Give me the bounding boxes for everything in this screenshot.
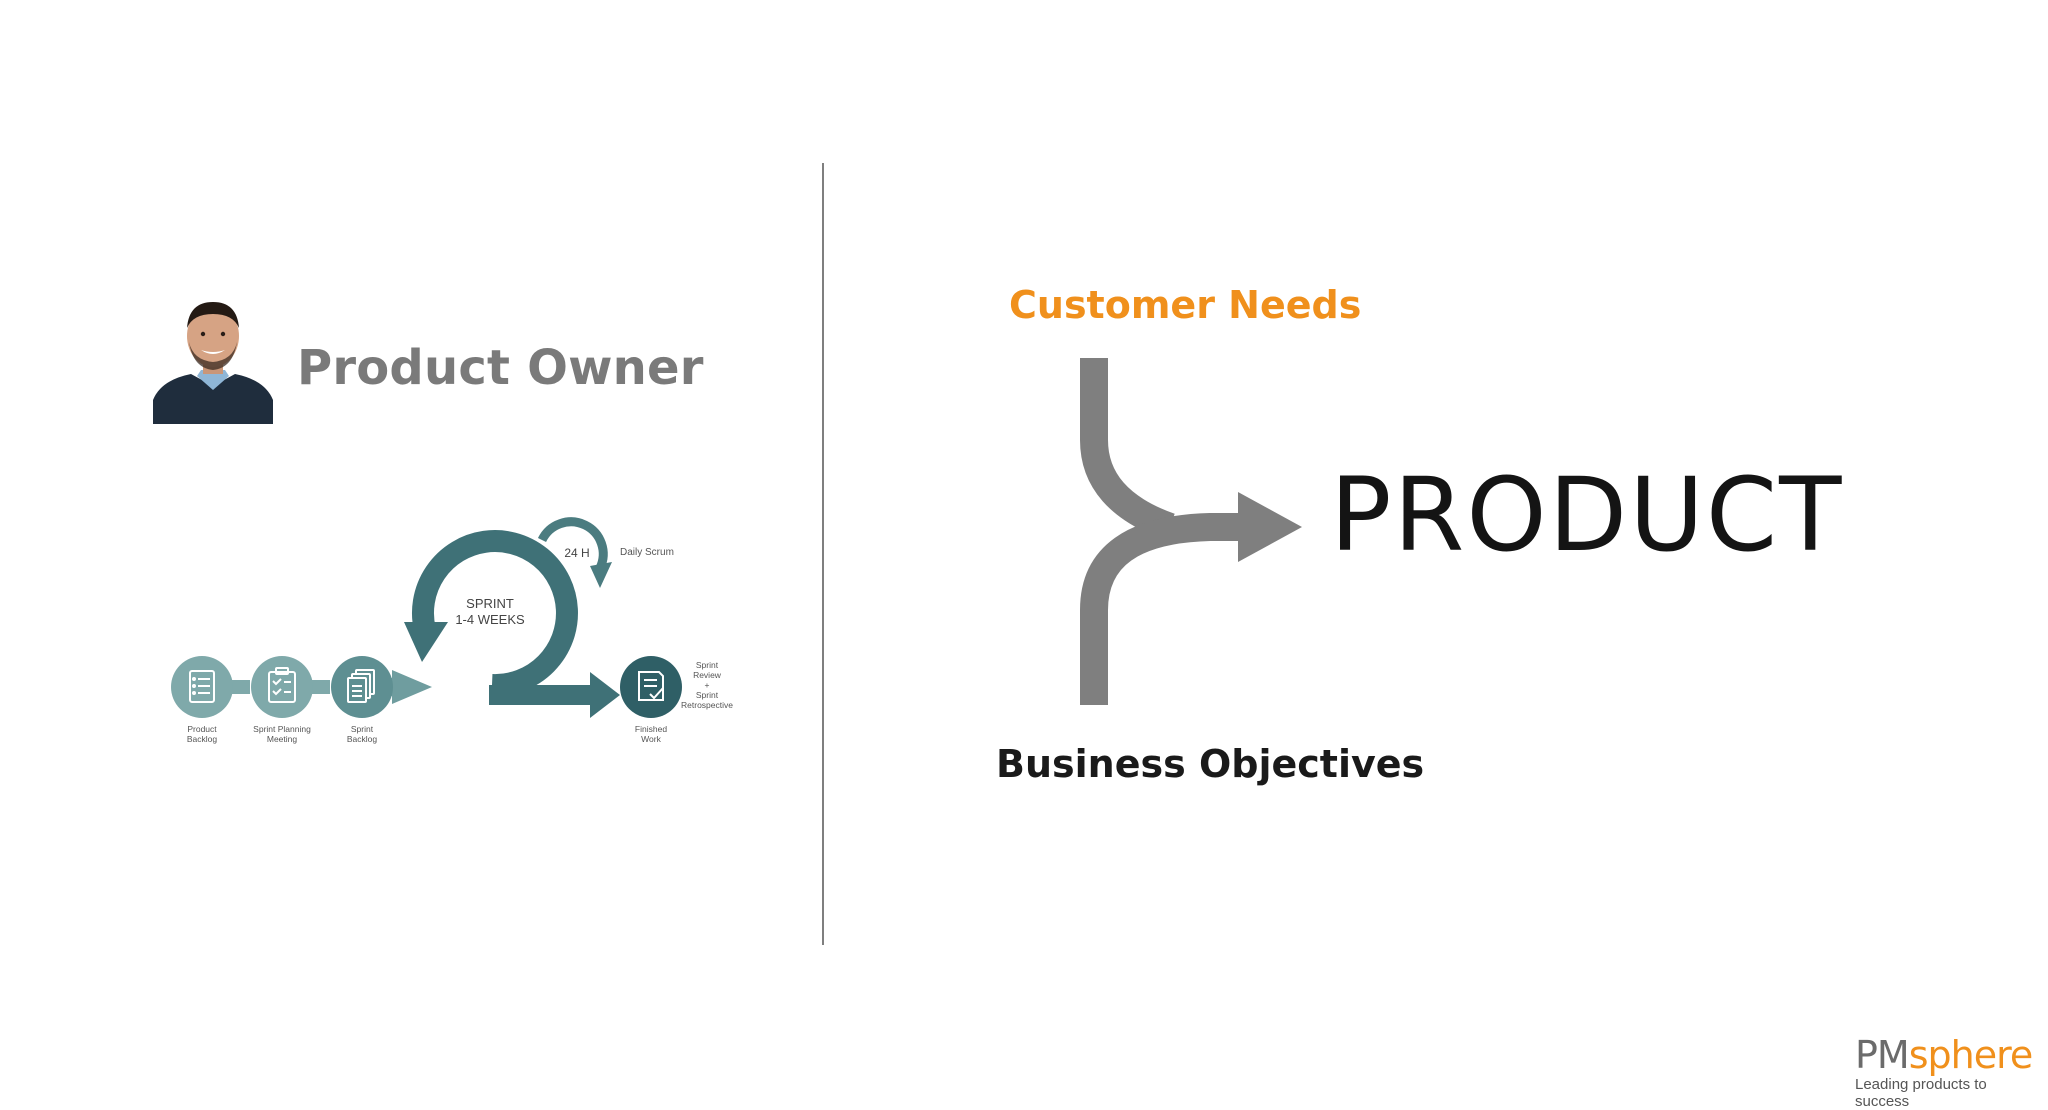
clipboard-checklist-icon: [268, 667, 296, 703]
sprint-label-line1: SPRINT: [466, 596, 514, 611]
bottom-branch: [1080, 513, 1245, 705]
sprint-cycle-arrowhead: [404, 622, 448, 662]
customer-needs-label: Customer Needs: [1009, 283, 1362, 327]
product-owner-title: Product Owner: [297, 340, 704, 396]
daily-scrum-arrowhead: [590, 562, 612, 588]
vertical-divider: [822, 163, 824, 945]
product-owner-avatar: [153, 290, 273, 424]
sprint-label-line2: 1-4 WEEKS: [455, 612, 525, 627]
logo-sphere: sphere: [1908, 1033, 2034, 1077]
merge-arrow-diagram: [1080, 358, 1302, 705]
list-icon: [189, 670, 215, 703]
logo-tagline: Leading products to success: [1855, 1076, 1987, 1110]
step-label-line1: Finished: [635, 724, 667, 734]
scrum-process-diagram: SPRINT 1-4 WEEKS 24 H Daily Scrum Produc…: [171, 517, 733, 744]
sprint-planning-node: [251, 656, 313, 718]
step-label-line2: Work: [641, 734, 661, 744]
sprint-cycle-arrow: [412, 530, 578, 697]
daily-scrum-label: Daily Scrum: [620, 547, 674, 558]
step-label-line2: Backlog: [347, 734, 378, 744]
step-label-line2: Meeting: [267, 734, 298, 744]
business-objectives-label: Business Objectives: [996, 742, 1425, 786]
top-branch: [1080, 358, 1175, 541]
product-label: PRODUCT: [1330, 456, 1844, 575]
review-label-line: Retrospective: [681, 700, 733, 710]
pmsphere-logo: PMsphere Leading products to success: [1855, 1036, 2035, 1110]
exit-arrow: [489, 672, 620, 718]
step-label-line1: Sprint: [351, 724, 374, 734]
daily-hours-label: 24 H: [564, 546, 589, 560]
logo-wordmark: PMsphere: [1855, 1036, 2035, 1074]
entry-arrow: [382, 670, 432, 704]
document-check-icon: [638, 671, 664, 701]
daily-scrum-arrow: [537, 517, 608, 570]
step-label-line2: Backlog: [187, 734, 218, 744]
merge-arrowhead: [1238, 492, 1302, 562]
step-label-line1: Sprint Planning: [253, 724, 311, 734]
logo-pm: PM: [1855, 1033, 1910, 1077]
step-label-line1: Product: [187, 724, 217, 734]
review-label-line: +: [705, 680, 710, 690]
review-label-line: Sprint: [696, 690, 719, 700]
review-label-line: Sprint: [696, 660, 719, 670]
documents-icon: [347, 669, 375, 703]
review-label-line: Review: [693, 670, 722, 680]
